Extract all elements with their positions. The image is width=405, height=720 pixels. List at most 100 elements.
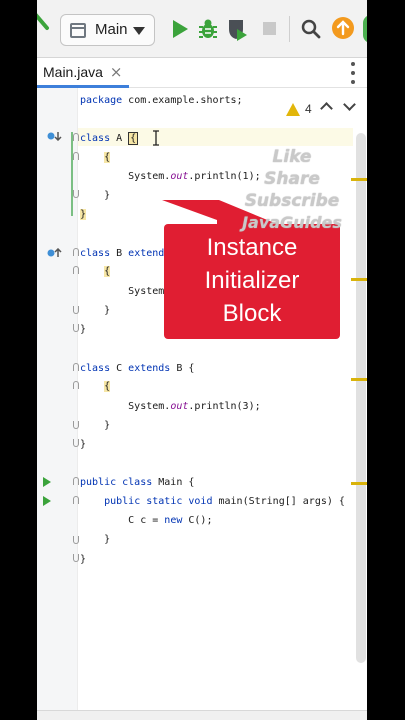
fold-marker[interactable] (73, 421, 79, 429)
fold-marker[interactable] (73, 248, 79, 256)
fold-marker[interactable] (73, 496, 79, 504)
build-arrow-icon[interactable] (37, 12, 55, 34)
keyword-token: public static void (104, 496, 213, 507)
vertical-scrollbar[interactable] (356, 133, 366, 663)
debug-icon[interactable] (197, 17, 219, 41)
code-line[interactable]: } (80, 532, 110, 548)
code-token (80, 381, 104, 392)
fold-marker[interactable] (73, 266, 79, 274)
fold-marker[interactable] (73, 152, 79, 160)
scope-guide (71, 132, 73, 216)
code-area[interactable]: package com.example.shorts; class A { { S… (37, 88, 367, 710)
code-line[interactable]: public static void main(String[] args) { (80, 494, 345, 510)
code-token: } (80, 209, 87, 220)
code-token: } (80, 324, 87, 335)
field-token: out (170, 171, 189, 182)
fold-marker[interactable] (73, 324, 79, 332)
code-token: A (110, 133, 129, 144)
fold-marker[interactable] (73, 363, 79, 371)
stop-icon[interactable] (260, 17, 282, 41)
main-toolbar: Main (37, 0, 367, 58)
run-class-gutter-icon[interactable] (43, 477, 51, 487)
promo-line: Like (272, 147, 312, 167)
keyword-token: class (80, 363, 111, 374)
code-line[interactable]: } (80, 552, 86, 568)
keyword-token: class (80, 248, 111, 259)
fold-marker[interactable] (73, 477, 79, 485)
tab-main-java[interactable]: Main.java × (37, 58, 129, 88)
more-vertical-icon[interactable] (349, 62, 357, 84)
code-line[interactable]: System.out.println(1); (80, 169, 260, 185)
code-token: } (80, 534, 111, 545)
fold-marker[interactable] (73, 133, 79, 141)
promo-line: Subscribe (244, 191, 340, 211)
chevron-down-icon (133, 27, 145, 35)
current-line-highlight (78, 128, 353, 146)
keyword-token: new (164, 515, 183, 526)
fold-marker[interactable] (73, 536, 79, 544)
code-token: } (80, 420, 111, 431)
code-token: C(); (182, 515, 213, 526)
code-line[interactable]: class A { (80, 131, 139, 147)
code-line[interactable]: } (80, 437, 86, 453)
warning-stripe[interactable] (351, 378, 367, 381)
callout-line: Instance (206, 234, 298, 261)
coverage-icon[interactable] (227, 17, 249, 41)
run-icon[interactable] (169, 17, 191, 41)
code-line[interactable]: class B extends (80, 246, 170, 262)
code-line[interactable]: { (80, 264, 111, 280)
code-line[interactable]: System.out.println(3); (80, 399, 261, 415)
code-line[interactable]: { (80, 150, 111, 166)
fold-marker[interactable] (73, 554, 79, 562)
promo-line: JavaGuides (242, 213, 342, 232)
code-token (80, 496, 104, 507)
code-line[interactable]: { (80, 379, 111, 395)
plugin-icon[interactable] (363, 15, 367, 43)
code-line[interactable]: package com.example.shorts; (80, 93, 243, 109)
code-token: C c = (80, 515, 165, 526)
code-token: { (104, 266, 111, 277)
overridden-method-icon[interactable] (46, 131, 64, 141)
warning-stripe[interactable] (351, 178, 367, 181)
application-config-icon (70, 23, 86, 38)
code-token: Main { (152, 477, 195, 488)
code-line[interactable]: } (80, 207, 87, 223)
code-line[interactable]: System. (80, 284, 170, 300)
ide-window: Main Main.java × (37, 0, 367, 720)
fold-marker[interactable] (73, 190, 79, 198)
code-line[interactable]: public class Main { (80, 475, 194, 491)
code-token: B (110, 248, 129, 259)
inspection-widget[interactable]: 4 (286, 100, 312, 118)
tab-label: Main.java (43, 63, 103, 80)
code-line[interactable]: } (80, 322, 86, 338)
warning-stripe[interactable] (351, 278, 367, 281)
code-line[interactable]: C c = new C(); (80, 513, 212, 529)
warning-stripe[interactable] (351, 482, 367, 485)
code-editor[interactable]: package com.example.shorts; class A { { S… (37, 88, 367, 710)
code-line[interactable]: } (80, 303, 110, 319)
close-icon[interactable]: × (109, 62, 123, 81)
code-token: { (104, 381, 111, 392)
fold-marker[interactable] (73, 306, 79, 314)
fold-marker[interactable] (73, 381, 79, 389)
run-main-gutter-icon[interactable] (43, 496, 51, 506)
keyword-token: extends (128, 248, 171, 259)
promo-watermark: Like Share Subscribe JavaGuides (237, 146, 347, 234)
search-icon[interactable] (300, 17, 322, 41)
callout-pointer (162, 200, 277, 227)
code-line[interactable]: } (80, 418, 110, 434)
code-line[interactable]: } (80, 188, 110, 204)
fold-marker[interactable] (73, 439, 79, 447)
code-token: B { (170, 363, 195, 374)
code-line[interactable]: class C extends B { (80, 361, 194, 377)
run-configuration-select[interactable]: Main (60, 14, 155, 46)
code-token: com.example.shorts; (122, 95, 243, 106)
run-configuration-label: Main (95, 21, 128, 38)
update-icon[interactable] (332, 17, 354, 39)
code-token: .println(3); (188, 401, 261, 412)
override-method-icon[interactable] (46, 248, 64, 258)
code-token: System. (80, 171, 171, 182)
code-token (80, 266, 104, 277)
callout-box: Instance Initializer Block (164, 224, 340, 339)
i-beam-cursor-icon (153, 130, 159, 146)
